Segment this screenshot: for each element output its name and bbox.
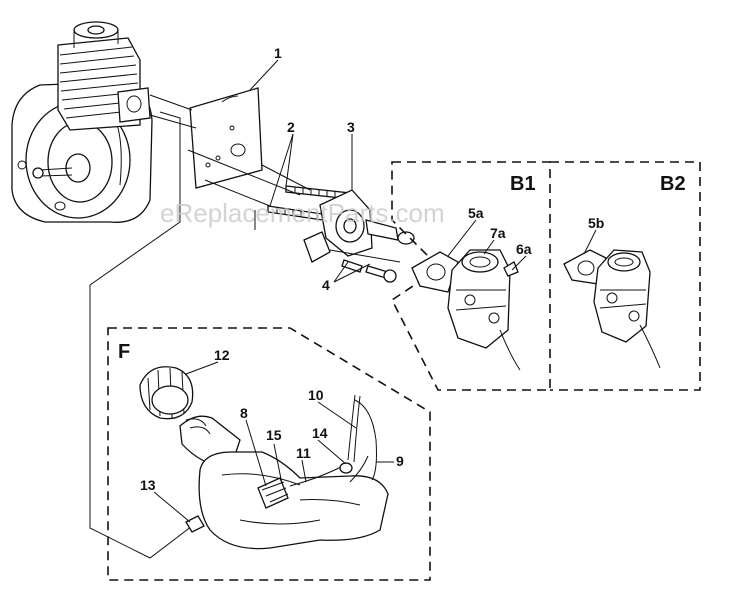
callout-5a: 5a (468, 205, 484, 221)
carburetor-b2 (593, 249, 661, 369)
callout-1: 1 (274, 45, 282, 61)
callout-9: 9 (396, 453, 404, 469)
group-label-f: F (118, 341, 130, 363)
group-f-frame (107, 327, 431, 581)
callout-15: 15 (266, 427, 282, 443)
carburetor-gasket-part-5a (411, 251, 459, 293)
callout-4: 4 (322, 277, 330, 293)
carburetor-b1 (447, 249, 521, 371)
fuel-cap-part-12 (139, 366, 194, 420)
group-label-b2: B2 (660, 173, 686, 195)
callout-14: 14 (312, 425, 328, 441)
watermark: eReplacementParts.com (160, 198, 445, 228)
leader-lines (89, 94, 401, 559)
screws-part-4 (341, 259, 397, 283)
callout-6a: 6a (516, 241, 532, 257)
callout-10: 10 (308, 387, 324, 403)
callout-leaders (153, 59, 597, 523)
callout-12: 12 (214, 347, 230, 363)
gasket-part-1 (189, 87, 263, 189)
fuel-lines (289, 394, 377, 487)
group-b1-frame (390, 161, 551, 391)
callout-5b: 5b (588, 215, 604, 231)
callout-3: 3 (347, 119, 355, 135)
group-b2-frame (550, 161, 701, 391)
callout-7a: 7a (490, 225, 506, 241)
callout-11: 11 (296, 445, 311, 461)
fuel-tank-part-11 (198, 451, 389, 550)
adapter-part-3 (303, 189, 415, 263)
callout-8: 8 (240, 405, 248, 421)
engine-block (11, 21, 153, 223)
group-label-b1: B1 (510, 173, 536, 195)
grommet-part-13 (185, 515, 205, 533)
callout-2: 2 (287, 119, 295, 135)
callout-13: 13 (140, 477, 156, 493)
